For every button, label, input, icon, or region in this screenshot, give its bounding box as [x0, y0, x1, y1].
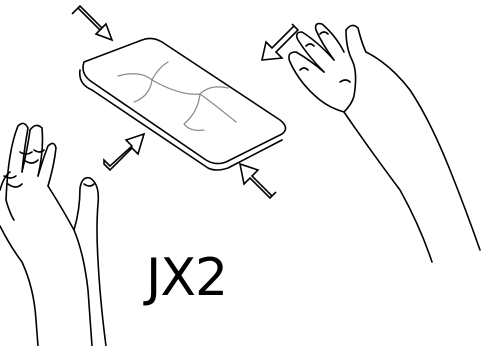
- press-arrow-icon: [104, 134, 144, 170]
- right-hand-icon: [289, 24, 480, 262]
- cracked-phone-icon: [80, 38, 286, 170]
- press-arrow-icon: [72, 6, 112, 40]
- figure-label: JX2: [146, 250, 227, 306]
- press-arrow-icon: [262, 24, 298, 60]
- left-hand-icon: [0, 123, 106, 346]
- press-arrow-icon: [240, 164, 276, 198]
